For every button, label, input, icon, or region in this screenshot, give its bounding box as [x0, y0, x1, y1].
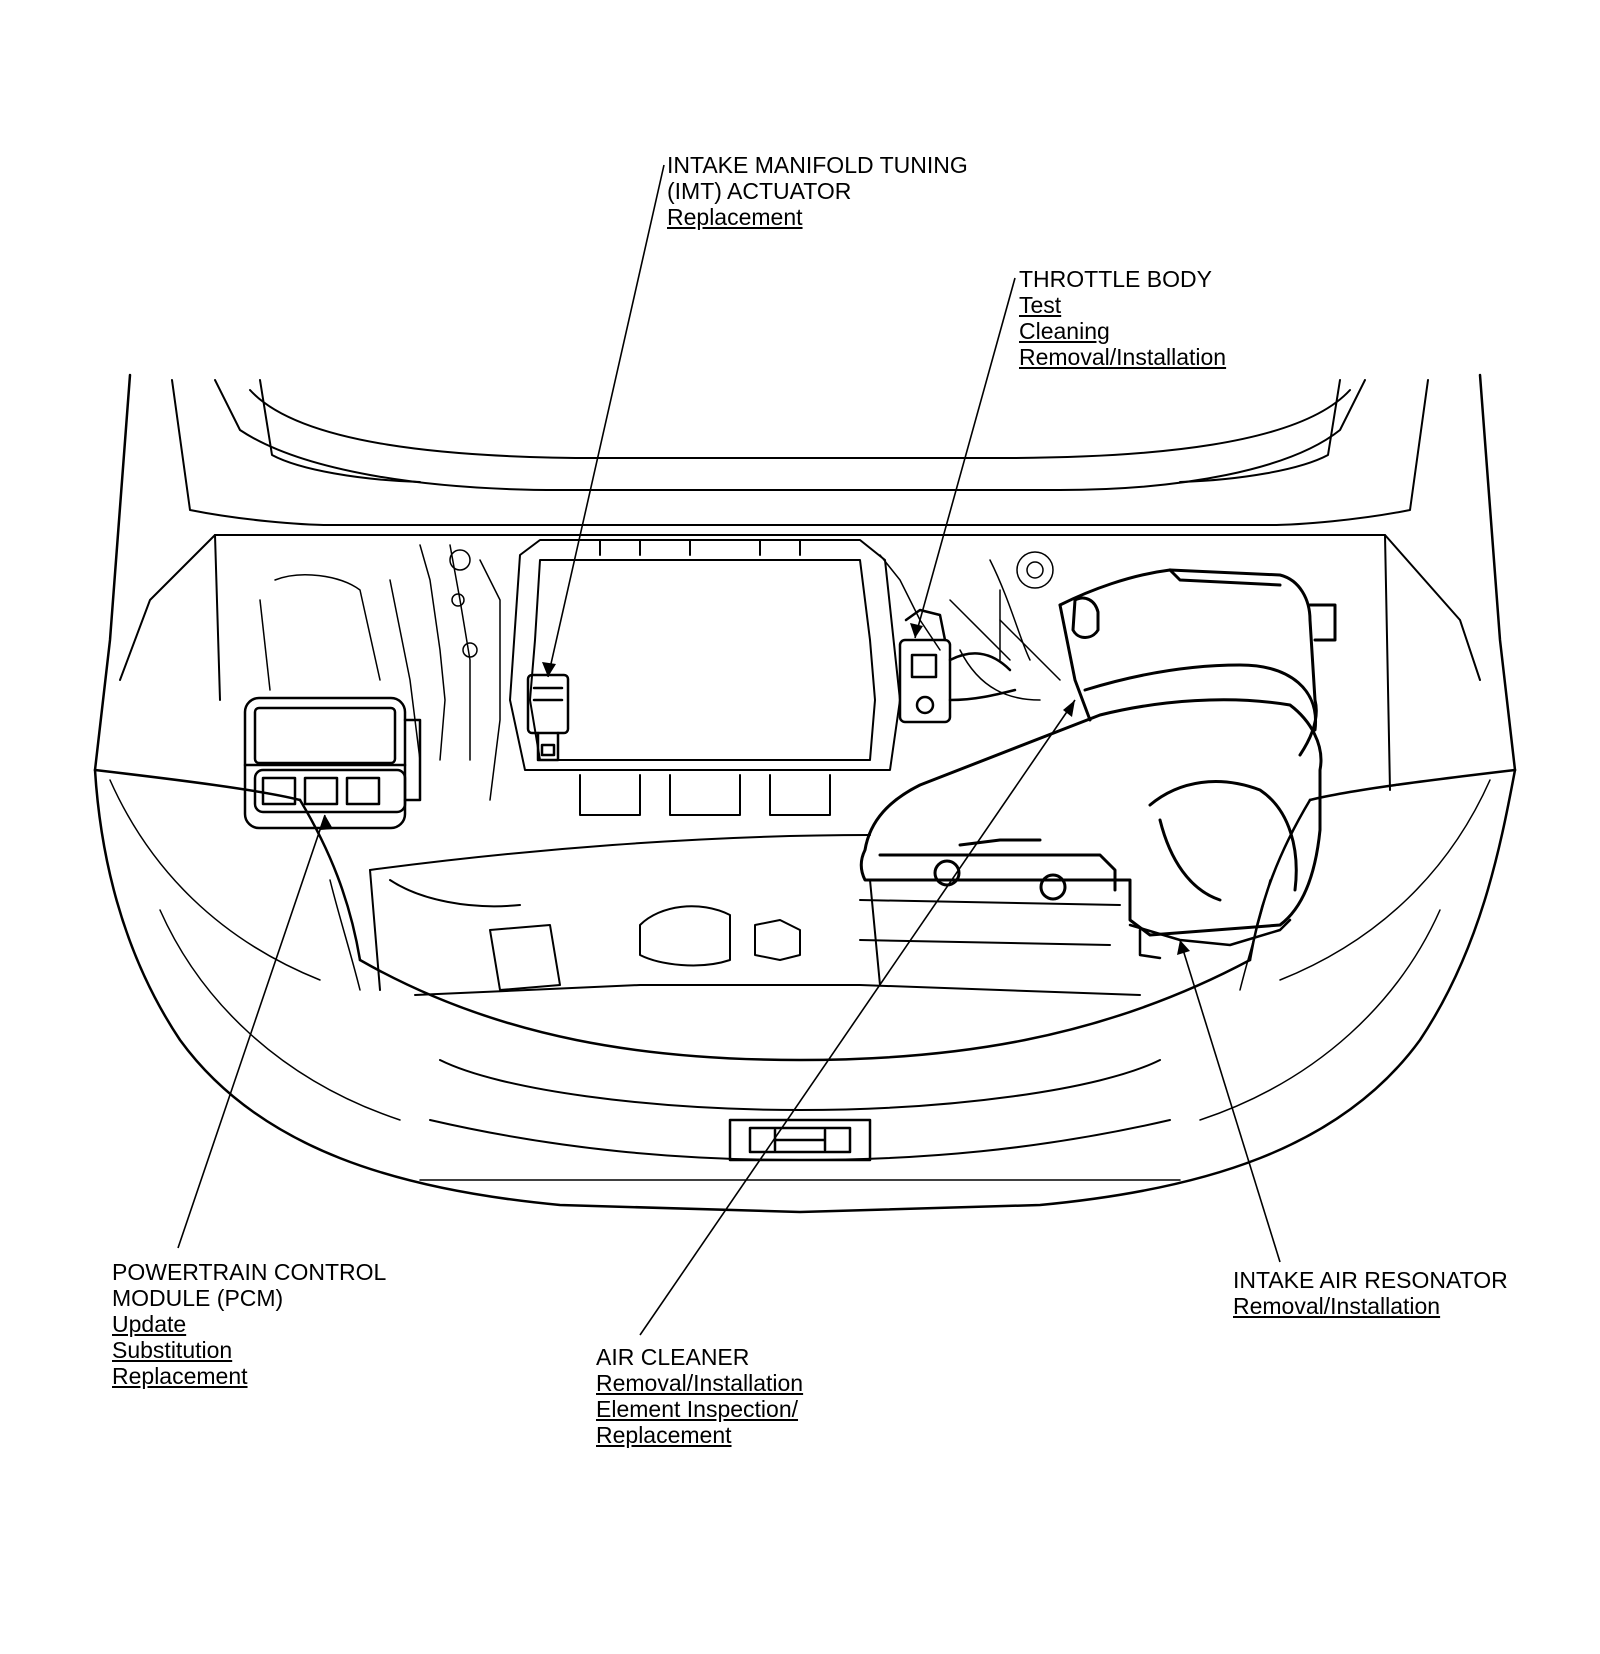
- air-cleaner-removal-link[interactable]: Removal/Installation: [596, 1370, 804, 1396]
- pcm-update-link[interactable]: Update: [112, 1311, 187, 1337]
- pcm-module: [243, 696, 422, 830]
- engine-bay-outline: [119, 534, 1481, 791]
- pcm-replacement-link[interactable]: Replacement: [112, 1363, 248, 1389]
- arrowheads: [320, 623, 1190, 955]
- air-cleaner-title: AIR CLEANER: [596, 1344, 750, 1370]
- intake-duct: [859, 698, 1323, 937]
- imt-actuator: [526, 673, 570, 762]
- pcm-substitution-link[interactable]: Substitution: [112, 1337, 233, 1363]
- resonator-title: INTAKE AIR RESONATOR: [1233, 1267, 1508, 1293]
- intake-resonator: [1128, 918, 1292, 960]
- throttle-body-removal-link[interactable]: Removal/Installation: [1019, 344, 1227, 370]
- callout-throttle-body: THROTTLE BODY Test Cleaning Removal/Inst…: [1019, 266, 1226, 370]
- callout-intake-air-resonator: INTAKE AIR RESONATOR Removal/Installatio…: [1233, 1267, 1508, 1319]
- air-cleaner-element-inspection-link[interactable]: Element Inspection/: [596, 1396, 799, 1422]
- leader-air-cleaner: [639, 699, 1076, 1336]
- air-cleaner: [1058, 568, 1337, 757]
- throttle-body-test-link[interactable]: Test: [1019, 292, 1062, 318]
- imt-title-line-1: INTAKE MANIFOLD TUNING: [667, 152, 968, 178]
- front-bumper: [93, 768, 1517, 1214]
- radiator-support: [369, 834, 1141, 996]
- hood: [93, 373, 1517, 772]
- emblem: [728, 1118, 872, 1162]
- leader-lines: [177, 164, 1281, 1336]
- throttle-body: [898, 608, 1017, 724]
- callout-imt-actuator: INTAKE MANIFOLD TUNING (IMT) ACTUATOR Re…: [667, 152, 968, 230]
- resonator-removal-link[interactable]: Removal/Installation: [1233, 1293, 1441, 1319]
- throttle-body-cleaning-link[interactable]: Cleaning: [1019, 318, 1110, 344]
- leader-resonator: [1179, 939, 1281, 1263]
- headlights: [109, 779, 1491, 991]
- throttle-body-title: THROTTLE BODY: [1019, 266, 1212, 292]
- leader-imt: [547, 164, 665, 678]
- leader-pcm: [177, 814, 326, 1249]
- leader-throttle-body: [914, 277, 1016, 639]
- callout-pcm: POWERTRAIN CONTROL MODULE (PCM) Update S…: [112, 1259, 386, 1389]
- imt-title-line-2: (IMT) ACTUATOR: [667, 178, 852, 204]
- air-cleaner-replacement-link[interactable]: Replacement: [596, 1422, 732, 1448]
- right-engine-components: [879, 551, 1061, 701]
- callout-air-cleaner: AIR CLEANER Removal/Installation Element…: [596, 1344, 803, 1448]
- pcm-title-line-2: MODULE (PCM): [112, 1285, 284, 1311]
- pcm-title-line-1: POWERTRAIN CONTROL: [112, 1259, 387, 1285]
- left-engine-components: [259, 544, 501, 801]
- imt-replacement-link[interactable]: Replacement: [667, 204, 803, 230]
